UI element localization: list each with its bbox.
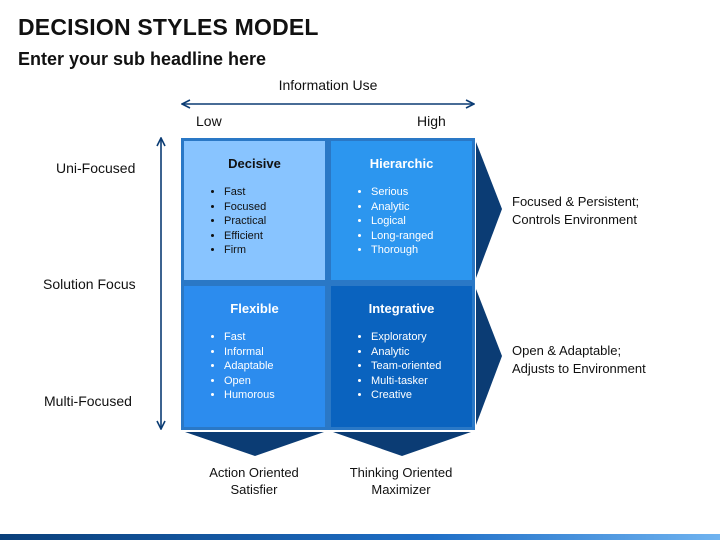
quadrant-list: Fast Informal Adaptable Open Humorous — [184, 330, 325, 403]
right-label-top-line2: Controls Environment — [512, 212, 637, 227]
quadrant-decisive: Decisive Fast Focused Practical Efficien… — [181, 138, 328, 283]
quadrant-list: Exploratory Analytic Team-oriented Multi… — [331, 330, 472, 403]
bottom-label-left: Action Oriented Satisfier — [188, 464, 320, 498]
list-item: Adaptable — [224, 359, 325, 374]
bottom-chevron-left — [185, 432, 324, 456]
solution-focus-label: Solution Focus — [43, 276, 136, 292]
list-item: Firm — [224, 243, 325, 258]
uni-focused-label: Uni-Focused — [56, 160, 136, 176]
right-chevron-top — [476, 142, 502, 278]
quadrant-title: Integrative — [368, 301, 435, 316]
list-item: Logical — [371, 214, 472, 229]
list-item: Focused — [224, 200, 325, 215]
list-item: Multi-tasker — [371, 374, 472, 389]
page-subtitle: Enter your sub headline here — [18, 49, 267, 69]
right-label-bottom: Open & Adaptable; Adjusts to Environment — [512, 342, 646, 378]
multi-focused-label: Multi-Focused — [44, 393, 132, 409]
bottom-label-right: Thinking Oriented Maximizer — [335, 464, 467, 498]
list-item: Open — [224, 374, 325, 389]
list-item: Fast — [224, 185, 325, 200]
right-label-bottom-line1: Open & Adaptable; — [512, 343, 622, 358]
right-chevron-bottom — [476, 289, 502, 425]
quadrant-title: Flexible — [230, 301, 279, 316]
list-item: Thorough — [371, 243, 472, 258]
quadrant-integrative: Integrative Exploratory Analytic Team-or… — [328, 283, 475, 430]
quadrant-title: Decisive — [228, 156, 281, 171]
list-item: Serious — [371, 185, 472, 200]
quadrant-list: Fast Focused Practical Efficient Firm — [184, 185, 325, 258]
low-label: Low — [196, 113, 222, 129]
bottom-label-left-line1: Action Oriented — [209, 465, 299, 480]
right-label-top: Focused & Persistent; Controls Environme… — [512, 193, 639, 229]
list-item: Efficient — [224, 229, 325, 244]
list-item: Humorous — [224, 388, 325, 403]
list-item: Analytic — [371, 345, 472, 360]
quadrant-flexible: Flexible Fast Informal Adaptable Open Hu… — [181, 283, 328, 430]
bottom-label-right-line1: Thinking Oriented — [349, 465, 453, 480]
bottom-label-left-line2: Satisfier — [230, 482, 278, 497]
high-label: High — [417, 113, 446, 129]
list-item: Creative — [371, 388, 472, 403]
list-item: Practical — [224, 214, 325, 229]
page-title: DECISION STYLES MODEL — [18, 14, 319, 40]
bottom-chevron-right — [333, 432, 471, 456]
footer-bar — [0, 534, 720, 540]
quadrant-list: Serious Analytic Logical Long-ranged Tho… — [331, 185, 472, 258]
right-label-bottom-line2: Adjusts to Environment — [512, 361, 646, 376]
list-item: Exploratory — [371, 330, 472, 345]
list-item: Long-ranged — [371, 229, 472, 244]
quadrant-hierarchic: Hierarchic Serious Analytic Logical Long… — [328, 138, 475, 283]
list-item: Team-oriented — [371, 359, 472, 374]
list-item: Fast — [224, 330, 325, 345]
list-item: Informal — [224, 345, 325, 360]
bottom-label-right-line2: Maximizer — [371, 482, 431, 497]
right-label-top-line1: Focused & Persistent; — [512, 194, 640, 209]
list-item: Analytic — [371, 200, 472, 215]
information-use-label: Information Use — [278, 77, 378, 93]
quadrant-title: Hierarchic — [369, 156, 434, 171]
